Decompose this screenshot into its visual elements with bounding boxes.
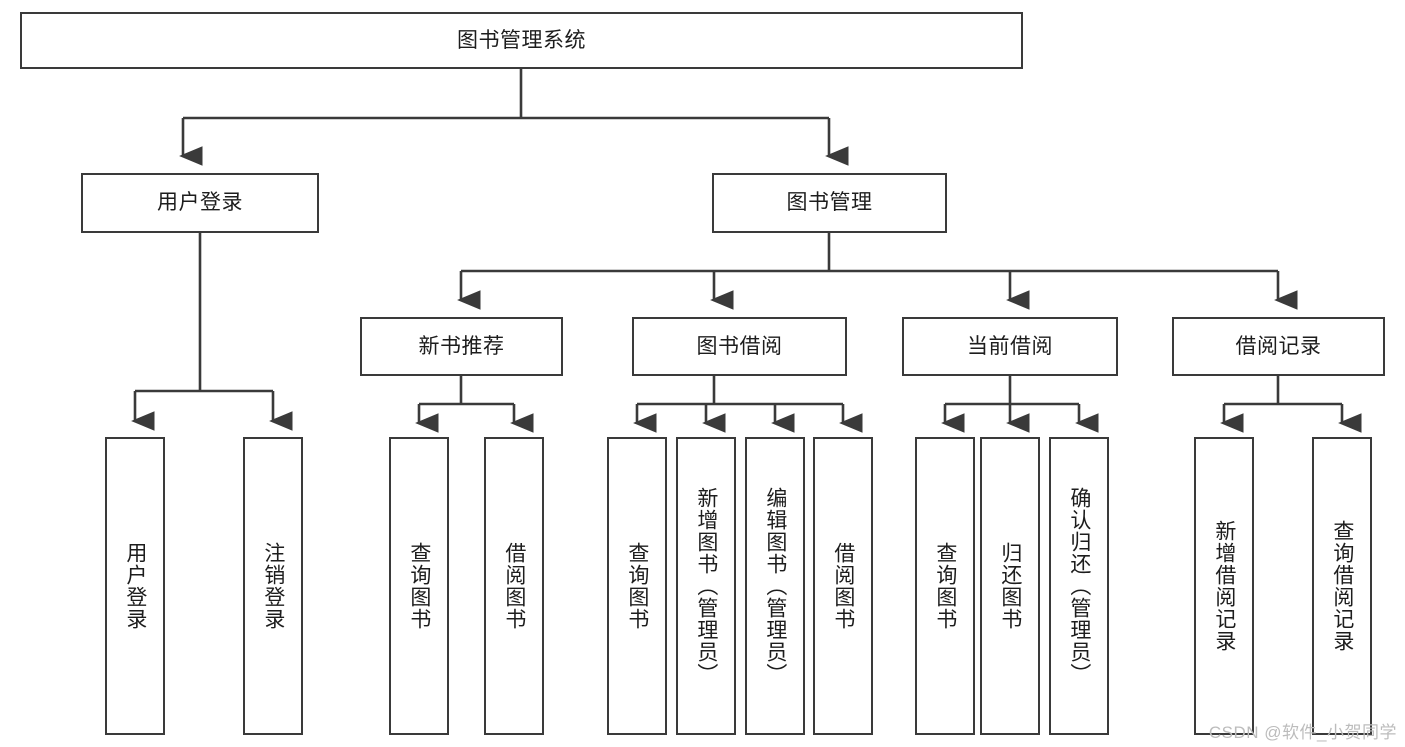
node-label: 借阅记录: [1235, 334, 1322, 358]
node-user-login[interactable]: 用户登录: [81, 173, 319, 233]
node-label: 图书管理系统: [457, 28, 586, 52]
leaf-user-login[interactable]: 用户登录: [105, 437, 165, 735]
leaf-add-book-admin[interactable]: 新增图书（管理员）: [676, 437, 736, 735]
node-label: 借阅图书: [502, 542, 526, 630]
node-label: 新增借阅记录: [1212, 520, 1236, 652]
node-label: 新增图书（管理员）: [694, 487, 718, 685]
leaf-confirm-return-admin[interactable]: 确认归还（管理员）: [1049, 437, 1109, 735]
node-root-book-management-system[interactable]: 图书管理系统: [20, 12, 1023, 69]
node-label: 用户登录: [157, 191, 243, 215]
watermark-text: CSDN @软件_小贺同学: [1208, 723, 1397, 742]
node-label: 当前借阅: [967, 334, 1053, 358]
leaf-query-books-borrow[interactable]: 查询图书: [607, 437, 667, 735]
leaf-edit-book-admin[interactable]: 编辑图书（管理员）: [745, 437, 805, 735]
leaf-query-borrow-record[interactable]: 查询借阅记录: [1312, 437, 1372, 735]
node-label: 归还图书: [998, 542, 1022, 630]
leaf-query-books-recommend[interactable]: 查询图书: [389, 437, 449, 735]
node-label: 用户登录: [123, 542, 147, 630]
node-label: 查询图书: [933, 542, 957, 630]
node-book-management[interactable]: 图书管理: [712, 173, 947, 233]
node-label: 借阅图书: [831, 542, 855, 630]
node-borrowing-record[interactable]: 借阅记录: [1172, 317, 1385, 376]
leaf-borrow-books[interactable]: 借阅图书: [813, 437, 873, 735]
node-label: 图书借阅: [696, 334, 783, 358]
node-label: 查询图书: [407, 542, 431, 630]
leaf-logout[interactable]: 注销登录: [243, 437, 303, 735]
node-label: 查询图书: [625, 542, 649, 630]
leaf-add-borrow-record[interactable]: 新增借阅记录: [1194, 437, 1254, 735]
leaf-return-books[interactable]: 归还图书: [980, 437, 1040, 735]
node-book-borrowing[interactable]: 图书借阅: [632, 317, 847, 376]
node-label: 图书管理: [786, 191, 873, 215]
node-label: 新书推荐: [418, 334, 505, 358]
node-label: 编辑图书（管理员）: [763, 487, 787, 685]
node-label: 查询借阅记录: [1330, 520, 1354, 652]
node-label: 确认归还（管理员）: [1067, 487, 1091, 685]
node-label: 注销登录: [261, 542, 285, 630]
node-new-book-recommendation[interactable]: 新书推荐: [360, 317, 563, 376]
leaf-borrow-books-recommend[interactable]: 借阅图书: [484, 437, 544, 735]
node-current-borrowing[interactable]: 当前借阅: [902, 317, 1118, 376]
leaf-query-books-current[interactable]: 查询图书: [915, 437, 975, 735]
